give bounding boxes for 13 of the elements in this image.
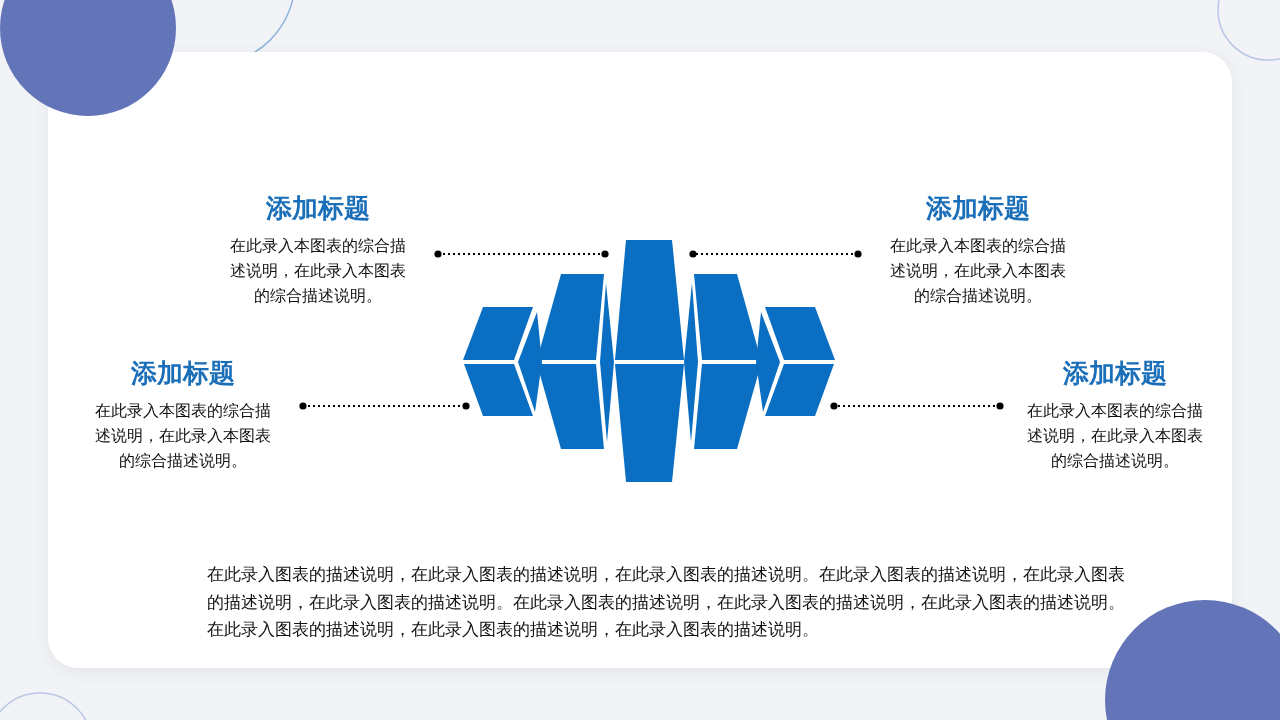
leader-line [299, 402, 470, 410]
description-text: 在此录入本图表的综合描述说明，在此录入本图表的综合描述说明。 [94, 401, 272, 472]
heading: 添加标题 [130, 357, 236, 389]
description-text: 在此录入本图表的综合描述说明，在此录入本图表的综合描述说明。 [1026, 401, 1204, 472]
leader-line [689, 250, 862, 258]
description-text: 在此录入本图表的综合描述说明，在此录入本图表的综合描述说明。 [889, 236, 1067, 307]
heading: 添加标题 [1062, 357, 1168, 389]
heading: 添加标题 [265, 192, 371, 224]
leader-line [830, 402, 1004, 410]
description-text: 在此录入本图表的综合描述说明，在此录入本图表的综合描述说明。 [229, 236, 407, 307]
leader-line [434, 250, 609, 258]
description-paragraph: 在此录入图表的描述说明，在此录入图表的描述说明，在此录入图表的描述说明。在此录入图表的描述说明，在此录入图表的描述说明，在此录入图表的描述说明。在此录入图表的描述说明，在此录入图表的描述说明，在此录入图表的描述说明。在此录入图表的描述说明，在此录入图表的描述说明，在此录入图表的描述说明。 [207, 564, 1125, 641]
heading: 添加标题 [925, 192, 1031, 224]
